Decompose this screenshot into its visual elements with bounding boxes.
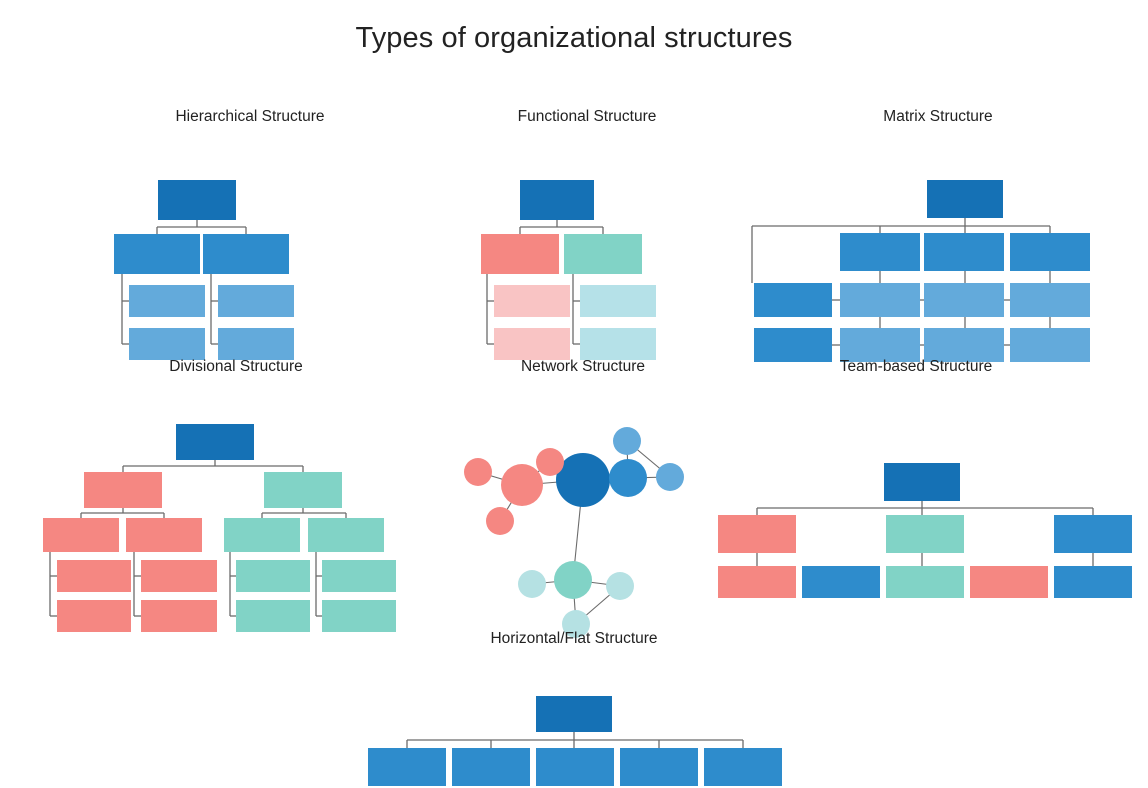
- node-network-salmon-sat-1[interactable]: [464, 458, 492, 486]
- page-title: Types of organizational structures: [355, 22, 793, 54]
- node-matrix-cell-2-1[interactable]: [840, 328, 920, 362]
- diagram-title-team-based: Team-based Structure: [839, 358, 993, 375]
- diagram-graphic-network: [464, 427, 684, 638]
- graphic-wrap-functional: [452, 138, 722, 368]
- node-functional-branch-left[interactable]: [481, 234, 559, 274]
- diagram-graphic-hierarchical: [114, 180, 294, 360]
- node-network-hub-blue[interactable]: [609, 459, 647, 497]
- node-divisional-team-b1-2[interactable]: [236, 600, 310, 632]
- diagram-horizontal-flat: Horizontal/Flat Structure: [348, 630, 800, 786]
- diagram-matrix: Matrix Structure: [751, 108, 1124, 362]
- node-hierarchical-branch-1[interactable]: [114, 234, 200, 274]
- diagram-graphic-horizontal-flat: [368, 696, 782, 786]
- node-horizontal-flat-unit-1[interactable]: [368, 748, 446, 786]
- graphic-wrap-hierarchical: [100, 138, 400, 368]
- node-network-teal-sat-2[interactable]: [606, 572, 634, 600]
- node-functional-leaf-right-1[interactable]: [580, 285, 656, 317]
- node-horizontal-flat-unit-3[interactable]: [536, 748, 614, 786]
- diagram-canvas: Types of organizational structures Hiera…: [36, 22, 1132, 786]
- node-divisional-division-a[interactable]: [84, 472, 162, 508]
- graphic-wrap-network: [448, 388, 718, 648]
- node-divisional-team-b2-2[interactable]: [322, 600, 396, 632]
- node-network-hub-teal[interactable]: [554, 561, 592, 599]
- node-divisional-team-a2-2[interactable]: [141, 600, 217, 632]
- node-team-based-team-a[interactable]: [718, 515, 796, 553]
- node-matrix-col-head-3[interactable]: [1010, 233, 1090, 271]
- node-team-based-team-b[interactable]: [886, 515, 964, 553]
- diagram-divisional: Divisional Structure: [36, 358, 436, 632]
- node-network-teal-sat-3[interactable]: [562, 610, 590, 638]
- node-matrix-cell-2-3[interactable]: [1010, 328, 1090, 362]
- diagram-functional: Functional Structure: [452, 108, 722, 360]
- node-network-blue-sat-1[interactable]: [613, 427, 641, 455]
- node-divisional-dept-b2[interactable]: [308, 518, 384, 552]
- node-matrix-row-head-1[interactable]: [754, 283, 832, 317]
- diagram-title-divisional: Divisional Structure: [169, 358, 303, 375]
- node-horizontal-flat-unit-2[interactable]: [452, 748, 530, 786]
- node-functional-leaf-left-1[interactable]: [494, 285, 570, 317]
- node-divisional-dept-a1[interactable]: [43, 518, 119, 552]
- diagram-graphic-divisional: [43, 424, 396, 632]
- node-divisional-dept-a2[interactable]: [126, 518, 202, 552]
- node-hierarchical-root[interactable]: [158, 180, 236, 220]
- node-matrix-cell-2-2[interactable]: [924, 328, 1004, 362]
- node-hierarchical-leaf-2a[interactable]: [218, 285, 294, 317]
- node-team-based-member-4[interactable]: [970, 566, 1048, 598]
- node-network-blue-sat-2[interactable]: [656, 463, 684, 491]
- diagram-network: Network Structure: [448, 358, 718, 638]
- diagram-hierarchical: Hierarchical Structure: [100, 108, 400, 360]
- node-functional-leaf-left-2[interactable]: [494, 328, 570, 360]
- node-functional-branch-right[interactable]: [564, 234, 642, 274]
- node-network-hub-center[interactable]: [556, 453, 610, 507]
- node-divisional-team-a1-2[interactable]: [57, 600, 131, 632]
- node-network-teal-sat-1[interactable]: [518, 570, 546, 598]
- node-matrix-row-head-2[interactable]: [754, 328, 832, 362]
- node-network-salmon-sat-3[interactable]: [486, 507, 514, 535]
- diagram-graphic-matrix: [751, 180, 1090, 362]
- node-hierarchical-leaf-1a[interactable]: [129, 285, 205, 317]
- node-network-hub-salmon[interactable]: [501, 464, 543, 506]
- node-divisional-team-a1-1[interactable]: [57, 560, 131, 592]
- node-divisional-division-b[interactable]: [264, 472, 342, 508]
- diagram-team-based: Team-based Structure: [706, 358, 1132, 598]
- diagram-graphic-functional: [481, 180, 656, 360]
- node-horizontal-flat-root[interactable]: [536, 696, 612, 732]
- graphic-wrap-team-based: [706, 388, 1132, 618]
- node-team-based-member-1[interactable]: [718, 566, 796, 598]
- node-functional-leaf-right-2[interactable]: [580, 328, 656, 360]
- node-horizontal-flat-unit-4[interactable]: [620, 748, 698, 786]
- node-matrix-cell-1-2[interactable]: [924, 283, 1004, 317]
- diagram-title-functional: Functional Structure: [517, 108, 657, 125]
- node-matrix-col-head-2[interactable]: [924, 233, 1004, 271]
- node-matrix-root[interactable]: [927, 180, 1003, 218]
- node-hierarchical-leaf-1b[interactable]: [129, 328, 205, 360]
- diagram-title-horizontal-flat: Horizontal/Flat Structure: [490, 630, 658, 647]
- node-team-based-member-5[interactable]: [1054, 566, 1132, 598]
- node-functional-root[interactable]: [520, 180, 594, 220]
- node-hierarchical-leaf-2b[interactable]: [218, 328, 294, 360]
- node-hierarchical-branch-2[interactable]: [203, 234, 289, 274]
- graphic-wrap-divisional: [36, 388, 436, 648]
- node-team-based-team-c[interactable]: [1054, 515, 1132, 553]
- diagram-title-matrix: Matrix Structure: [883, 108, 993, 125]
- diagram-title-hierarchical: Hierarchical Structure: [175, 108, 325, 125]
- node-team-based-member-3[interactable]: [886, 566, 964, 598]
- diagram-graphic-team-based: [718, 463, 1132, 598]
- node-matrix-col-head-1[interactable]: [840, 233, 920, 271]
- diagram-title-network: Network Structure: [520, 358, 646, 375]
- node-horizontal-flat-unit-5[interactable]: [704, 748, 782, 786]
- graphic-wrap-matrix: [751, 138, 1124, 368]
- node-team-based-member-2[interactable]: [802, 566, 880, 598]
- node-team-based-root[interactable]: [884, 463, 960, 501]
- node-divisional-dept-b1[interactable]: [224, 518, 300, 552]
- node-divisional-team-b1-1[interactable]: [236, 560, 310, 592]
- node-divisional-root[interactable]: [176, 424, 254, 460]
- node-divisional-team-a2-1[interactable]: [141, 560, 217, 592]
- node-divisional-team-b2-1[interactable]: [322, 560, 396, 592]
- node-matrix-cell-1-3[interactable]: [1010, 283, 1090, 317]
- node-network-salmon-sat-2[interactable]: [536, 448, 564, 476]
- graphic-wrap-horizontal-flat: [348, 660, 800, 788]
- node-matrix-cell-1-1[interactable]: [840, 283, 920, 317]
